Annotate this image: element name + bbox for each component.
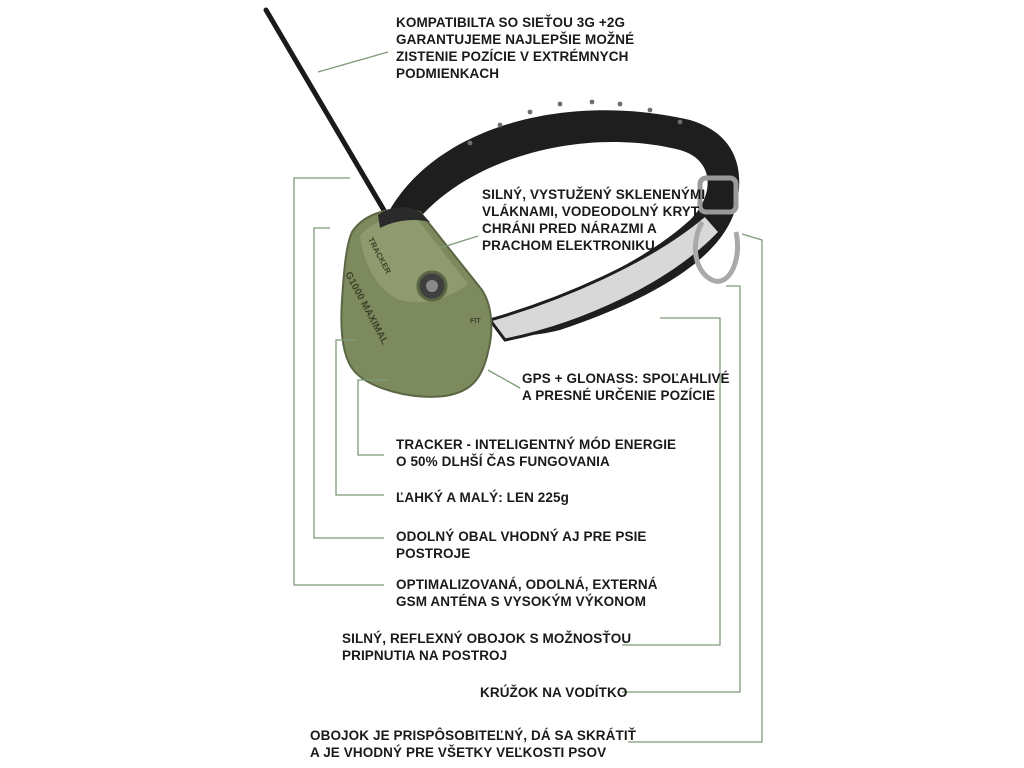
leash-ring (692, 220, 740, 284)
reflective-band (487, 212, 723, 342)
callout-weight: ĽAHKÝ A MALÝ: LEN 225g (396, 490, 569, 505)
callout-cover: ODOLNÝ OBAL VHODNÝ AJ PRE PSIE POSTROJE (396, 529, 647, 561)
callout-tracker-mode: TRACKER - INTELIGENTNÝ MÓD ENERGIE O 50%… (396, 437, 677, 469)
leader-weight (335, 339, 384, 496)
callout-gps: GPS + GLONASS: SPOĽAHLIVÉ A PRESNÉ URČEN… (522, 371, 730, 403)
device-brand-sub: FIT (470, 318, 481, 325)
leader-collar (622, 317, 721, 646)
leader-tracker-mode (357, 379, 390, 456)
leader-ring (628, 233, 763, 743)
callout-ring: KRÚŽOK NA VODÍTKO (480, 685, 628, 700)
callout-case: SILNÝ, VYSTUŽENÝ SKLENENÝMI VLÁKNAMI, VO… (482, 187, 706, 253)
callout-adjustable: OBOJOK JE PRISPÔSOBITEĽNÝ, DÁ SA SKRÁTIŤ… (310, 728, 637, 760)
leader-case (439, 235, 479, 249)
callout-network: KOMPATIBILTA SO SIEŤOU 3G +2G GARANTUJEM… (396, 15, 635, 81)
callout-antenna: OPTIMALIZOVANÁ, ODOLNÁ, EXTERNÁ GSM ANTÉ… (396, 577, 658, 609)
leader-gps (487, 369, 521, 389)
leader-network (317, 51, 389, 73)
leader-ring-label (622, 285, 741, 693)
collar-buckle (697, 175, 739, 215)
leader-cover (313, 227, 384, 539)
leader-antenna (293, 177, 384, 586)
callout-collar: SILNÝ, REFLEXNÝ OBOJOK S MOŽNOSŤOU PRIPN… (342, 631, 632, 663)
antenna (263, 7, 388, 215)
